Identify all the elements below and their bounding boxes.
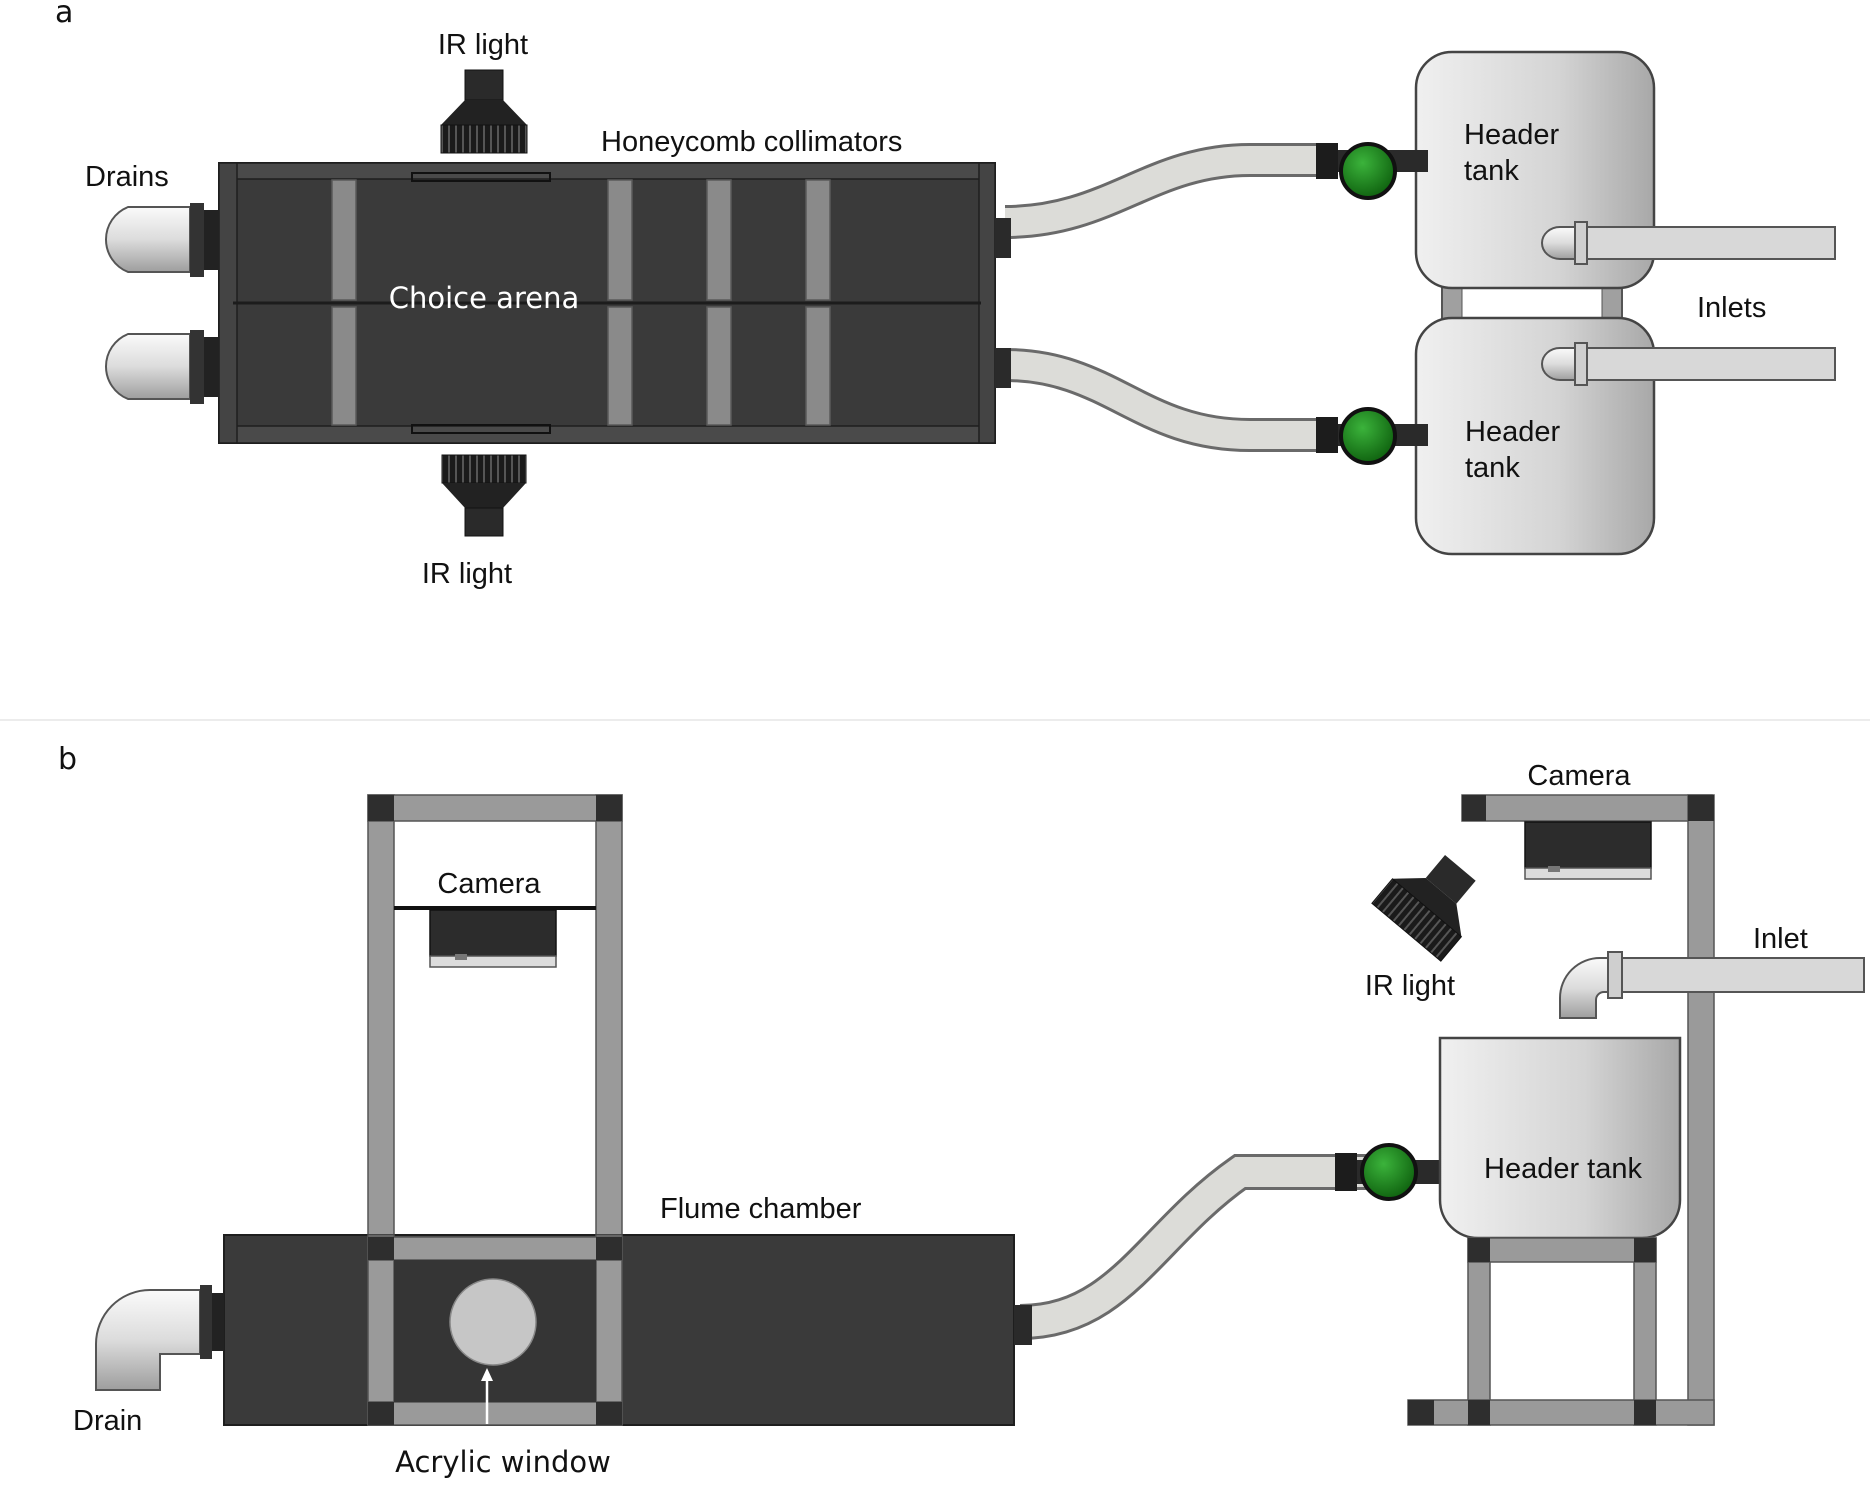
label-drains: Drains [85, 161, 169, 193]
camera-left [429, 909, 557, 968]
inlet-pipe-bottom [1541, 342, 1836, 386]
label-ir-light-top: IR light [438, 29, 528, 61]
label-choice-arena: Choice arena [389, 281, 579, 315]
label-camera-left: Camera [437, 868, 541, 900]
camera-frame-left [367, 794, 623, 1426]
panel-a: a [55, 0, 1836, 590]
panel-b: b [58, 742, 1865, 1479]
label-header-tank-bottom-2: tank [1465, 452, 1520, 484]
drain-bottom [105, 330, 219, 404]
panel-a-letter: a [55, 0, 73, 30]
label-camera-right: Camera [1527, 760, 1631, 792]
ir-light-bottom [441, 454, 527, 537]
tank-stand [1407, 1237, 1715, 1426]
valve-bottom [1316, 407, 1428, 465]
label-inlet: Inlet [1753, 923, 1808, 955]
label-acrylic-window: Acrylic window [395, 1445, 611, 1479]
label-honeycomb: Honeycomb collimators [601, 126, 902, 158]
inlet-pipe-top [1541, 221, 1836, 265]
inlet-pipe [1559, 951, 1865, 1019]
drain-top [105, 203, 219, 277]
valve-top [1316, 142, 1428, 200]
label-ir-light-bottom: IR light [422, 558, 512, 590]
valve [1335, 1143, 1447, 1201]
label-header-tank-bottom-1: Header [1465, 416, 1560, 448]
camera-frame-right [1461, 794, 1715, 1426]
label-header-tank-top-2: tank [1464, 155, 1519, 187]
label-header-tank: Header tank [1484, 1153, 1642, 1185]
honeycomb-collimators [331, 179, 831, 426]
drain [95, 1285, 224, 1391]
ir-light-top [440, 69, 528, 154]
label-header-tank-top-1: Header [1464, 119, 1559, 151]
label-inlets: Inlets [1697, 292, 1766, 324]
header-tank [1438, 1036, 1682, 1240]
label-drain: Drain [73, 1405, 142, 1437]
panel-b-letter: b [58, 742, 77, 777]
label-ir-light: IR light [1365, 970, 1455, 1002]
camera-right [1524, 821, 1652, 880]
label-flume-chamber: Flume chamber [660, 1193, 862, 1225]
ir-light [1371, 855, 1476, 962]
acrylic-window [449, 1278, 537, 1366]
